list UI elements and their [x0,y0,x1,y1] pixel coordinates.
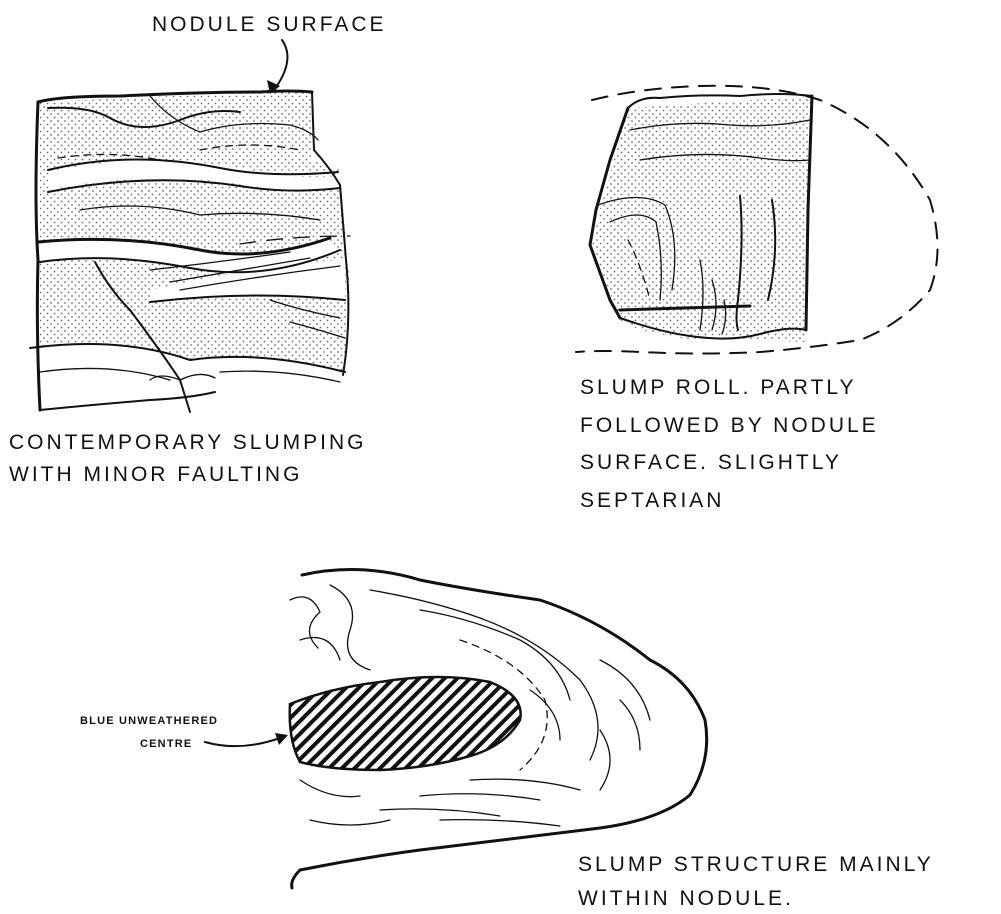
figure-c-caption-line-1: SLUMP STRUCTURE MAINLY [578,853,934,876]
figure-b-caption-line-1: SLUMP ROLL. PARTLY [580,376,857,399]
figure-b-slump-roll-sketch [576,86,938,354]
callout-line-2: CENTRE [140,738,192,750]
figure-a-caption-line-1: CONTEMPORARY SLUMPING [9,431,366,454]
figure-b-caption-line-4: SEPTARIAN [580,489,724,512]
figure-c-fold-line [380,779,580,816]
nodule-surface-label: NODULE SURFACE [152,13,387,36]
figure-c-fold-line [300,780,390,825]
figure-c-fold-line [600,660,650,790]
figure-c-slump-structure-sketch [290,570,707,888]
callout-line-1: BLUE UNWEATHERED [80,715,218,727]
figure-c-fold-line [330,585,370,670]
callout-arrow [205,738,280,746]
figure-b-caption-line-2: FOLLOWED BY NODULE [580,414,879,437]
figure-a-slumping-sketch [30,90,350,412]
figure-c-unweathered-centre [290,677,521,770]
figure-b-caption-line-3: SURFACE. SLIGHTLY [580,451,842,474]
figure-a-caption-line-2: WITH MINOR FAULTING [9,463,302,486]
figure-c-caption-line-2: WITHIN NODULE. [578,887,794,910]
nodule-surface-arrow [274,40,287,90]
figure-c-fold-line [290,597,340,660]
